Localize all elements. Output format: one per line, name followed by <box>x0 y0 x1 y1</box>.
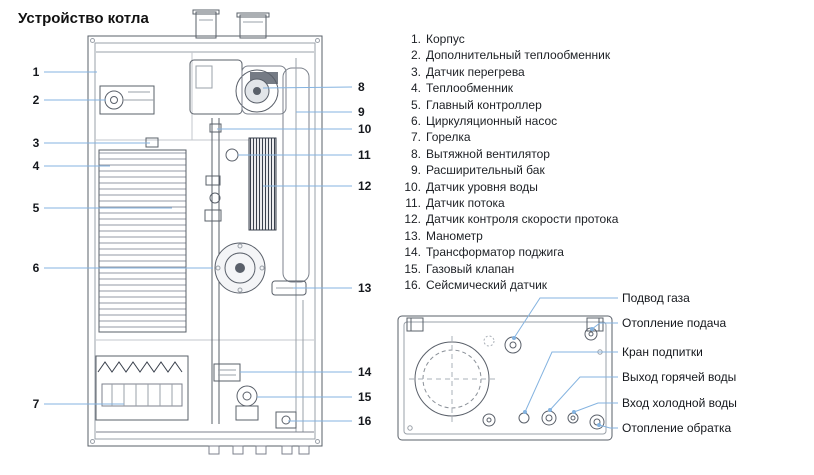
legend-item: 8. Вытяжной вентилятор <box>401 146 618 162</box>
water-level-sensor <box>209 123 222 133</box>
callout-5: 5 <box>33 201 40 215</box>
callout-7: 7 <box>33 397 40 411</box>
callout-6: 6 <box>33 261 40 275</box>
legend-item-number: 9. <box>410 163 421 178</box>
port-leader-lines <box>512 297 618 429</box>
legend-item: 6. Циркуляционный насос <box>401 113 618 129</box>
flow-control-panel <box>248 137 277 231</box>
seismic-sensor <box>275 411 297 429</box>
legend-item-number: 11. <box>405 196 421 211</box>
burner-viewport <box>409 336 495 422</box>
legend-item: 15. Газовый клапан <box>401 261 618 277</box>
legend-item-label: Главный контроллер <box>426 97 542 112</box>
ignition-transformer <box>213 363 241 382</box>
legend-item-number: 5. <box>410 97 421 112</box>
water-ports <box>482 410 605 430</box>
legend-item-number: 7. <box>410 130 421 145</box>
legend-item-number: 12. <box>404 212 421 227</box>
legend-item-number: 6. <box>410 114 421 129</box>
legend-item-number: 16. <box>404 278 421 293</box>
legend-item-label: Датчик перегрева <box>426 64 525 79</box>
callout-11: 11 <box>358 148 371 162</box>
legend-item-number: 15. <box>404 261 421 276</box>
legend-item-number: 4. <box>410 81 421 96</box>
legend-item: 1. Корпус <box>401 31 618 47</box>
page-title: Устройство котла <box>18 10 149 27</box>
legend-item-number: 3. <box>410 64 421 79</box>
legend-item-number: 10. <box>404 179 421 194</box>
legend-item-number: 2. <box>410 48 421 63</box>
callout-8: 8 <box>358 80 365 94</box>
legend-item-label: Горелка <box>426 130 471 145</box>
legend-item-label: Трансформатор поджига <box>426 245 564 260</box>
legend-item: 7. Горелка <box>401 129 618 145</box>
legend-item-label: Датчик контроля скорости протока <box>426 212 619 227</box>
legend-item-label: Датчик уровня воды <box>426 179 538 194</box>
legend-item: 9. Расширительный бак <box>401 162 618 178</box>
mounting-brackets <box>406 317 604 332</box>
legend-item-number: 8. <box>410 146 421 161</box>
callout-3: 3 <box>33 136 40 150</box>
legend-item: 13. Манометр <box>401 228 618 244</box>
callout-1: 1 <box>33 65 40 79</box>
callout-12: 12 <box>358 179 372 193</box>
flow-sensor <box>225 148 239 162</box>
callout-10: 10 <box>358 122 372 136</box>
exhaust-fan <box>189 59 287 115</box>
callout-numbers: 1 2 3 4 5 6 7 8 9 10 11 12 13 14 15 16 <box>33 65 372 428</box>
bottom-view-drawing <box>397 315 613 441</box>
callout-13: 13 <box>358 281 372 295</box>
port-label-gas: Подвод газа <box>622 291 690 305</box>
boiler-casing <box>87 35 323 447</box>
port-label-heat-supply: Отопление подача <box>622 316 726 330</box>
legend-item-label: Газовый клапан <box>426 261 515 276</box>
legend-list: 1.Корпус 2.Дополнительный теплообменник … <box>401 31 618 294</box>
circulation-pump <box>214 242 266 294</box>
secondary-heat-exchanger <box>99 85 155 115</box>
legend-item: 16. Сейсмический датчик <box>401 277 618 293</box>
callout-2: 2 <box>33 93 40 107</box>
callout-15: 15 <box>358 390 372 404</box>
gas-valve <box>235 385 259 421</box>
port-label-heat-return: Отопление обратка <box>622 421 732 435</box>
port-labels: Подвод газа Отопление подача Кран подпит… <box>622 291 737 435</box>
legend-item-label: Манометр <box>426 228 483 243</box>
legend-item: 3. Датчик перегрева <box>401 64 618 80</box>
legend-item-label: Дополнительный теплообменник <box>426 48 611 63</box>
port-label-hot-water-out: Выход горячей воды <box>622 370 736 384</box>
heat-exchanger <box>98 149 187 333</box>
callout-9: 9 <box>358 105 365 119</box>
legend-item-label: Теплообменник <box>426 81 514 96</box>
port-label-cold-water-in: Вход холодной воды <box>622 396 737 410</box>
callout-14: 14 <box>358 365 372 379</box>
legend-item: 14. Трансформатор поджига <box>401 244 618 260</box>
legend-item-label: Сейсмический датчик <box>426 278 548 293</box>
boiler-drawing <box>87 9 323 455</box>
flue-pipes <box>192 9 270 39</box>
legend-item-label: Циркуляционный насос <box>426 114 558 129</box>
legend-item: 11. Датчик потока <box>401 195 618 211</box>
legend-item: 10. Датчик уровня воды <box>401 179 618 195</box>
bottom-connections <box>96 431 314 455</box>
legend-item-number: 1. <box>410 32 421 46</box>
legend-item-number: 14. <box>404 245 421 260</box>
port-label-makeup-valve: Кран подпитки <box>622 345 703 359</box>
legend-item: 5. Главный контроллер <box>401 97 618 113</box>
legend-item-label: Вытяжной вентилятор <box>426 146 550 161</box>
burner <box>95 355 189 421</box>
legend-item-label: Расширительный бак <box>426 163 545 178</box>
callout-4: 4 <box>33 159 40 173</box>
legend-item: 2. Дополнительный теплообменник <box>401 47 618 63</box>
legend-item-label: Датчик потока <box>426 196 505 211</box>
legend-item-label: Корпус <box>426 32 465 46</box>
legend-item-number: 13. <box>404 228 421 243</box>
callout-16: 16 <box>358 414 372 428</box>
legend-item: 4. Теплообменник <box>401 80 618 96</box>
legend-item: 12. Датчик контроля скорости протока <box>401 211 618 227</box>
callout-lines <box>44 71 353 422</box>
